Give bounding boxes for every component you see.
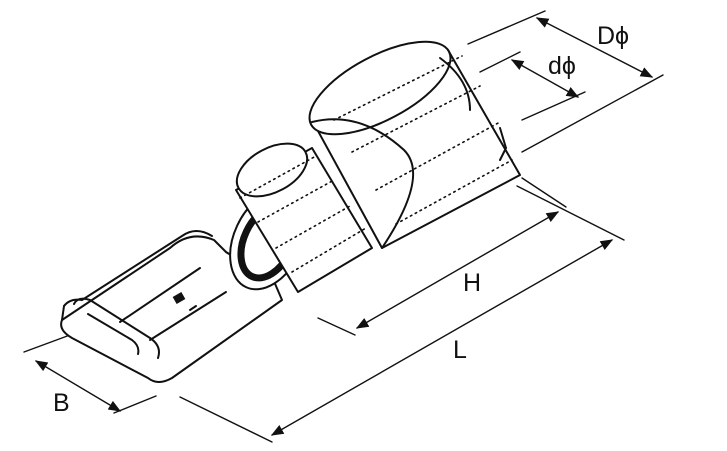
dimension-arrows (34, 17, 654, 436)
extension-lines (23, 10, 664, 443)
insulation-sleeve-small (235, 142, 373, 293)
label-inner-diameter: dϕ (548, 52, 576, 80)
l-arrow (270, 239, 614, 436)
insulation-sleeve-large (308, 40, 521, 249)
label-total-length: L (453, 336, 467, 364)
label-tab-width: B (53, 389, 70, 417)
label-outer-diameter: Dϕ (597, 22, 629, 50)
d-inner-arrow (510, 59, 580, 98)
d-outer-arrow (535, 17, 654, 78)
label-insulation-length: H (463, 269, 481, 297)
b-arrow (34, 360, 122, 412)
